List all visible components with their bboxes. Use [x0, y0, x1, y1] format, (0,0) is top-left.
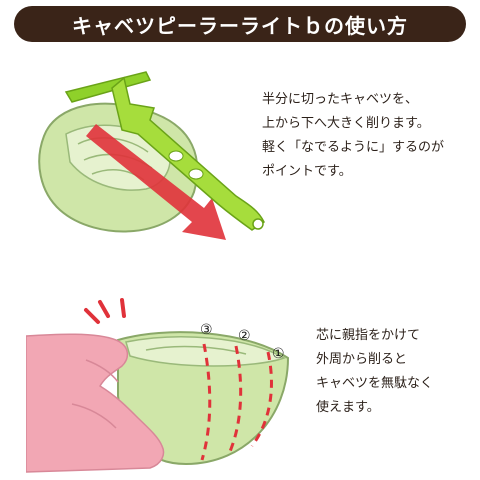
cut-order-markers: ③ ② ① [200, 322, 285, 362]
marker-3: ③ [200, 322, 213, 338]
page-title: キャベツピーラーライトｂの使い方 [72, 13, 408, 38]
step1-description: 半分に切ったキャベツを、 上から下へ大きく削ります。 軽く「なでるように」するの… [262, 88, 444, 184]
step2-line-4: 使えます。 [316, 400, 380, 415]
hand-image [26, 333, 165, 473]
step2-line-1: 芯に親指をかけて [316, 328, 421, 343]
peeler-cabbage-illustration [38, 71, 265, 240]
step1-line-3: 軽く「なでるように」するのが [262, 140, 445, 155]
marker-2: ② [238, 328, 251, 344]
step2-line-2: 外周から削ると [316, 352, 408, 367]
cut-guide-lines [200, 343, 273, 461]
step2-description: 芯に親指をかけて 外周から削ると キャベツを無駄なく 使えます。 [316, 324, 433, 420]
step2-line-3: キャベツを無駄なく [316, 376, 434, 391]
step1-line-4: ポイントです。 [262, 164, 352, 179]
step1-line-1: 半分に切ったキャベツを、 [262, 92, 419, 107]
marker-1: ① [272, 346, 285, 362]
hand-cabbage-illustration: ③ ② ① [26, 298, 290, 473]
title-bar: キャベツピーラーライトｂの使い方 [14, 6, 466, 42]
cabbage-half-image [38, 102, 199, 233]
peeler-image [64, 71, 265, 231]
downward-arrow-icon [86, 124, 226, 240]
motion-lines-icon [84, 298, 126, 324]
step1-line-2: 上から下へ大きく削ります。 [262, 116, 430, 131]
